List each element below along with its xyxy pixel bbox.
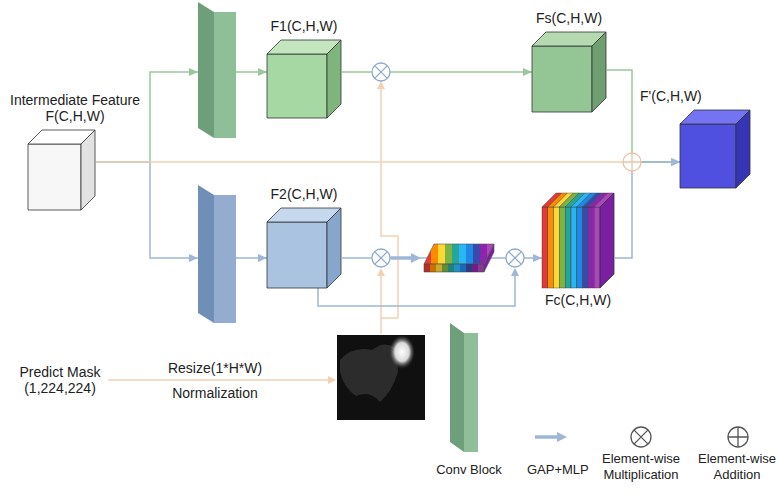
connector-line (96, 161, 680, 163)
connector-line (607, 70, 680, 162)
cube-face (28, 144, 81, 210)
cube-face (736, 110, 750, 188)
arrowhead (671, 158, 680, 166)
connector (607, 70, 680, 166)
connector-line (96, 72, 267, 162)
gap-mlp-arrow (391, 253, 421, 263)
arrowhead (671, 158, 680, 166)
node-label: F1(C,H,W) (266, 18, 342, 34)
cube-face (267, 54, 327, 118)
connector (96, 68, 267, 162)
cube-face (532, 46, 592, 112)
node-label: Intermediate Feature F(C,H,W) (0, 92, 150, 124)
feature-cube (680, 110, 751, 189)
connector (96, 162, 267, 262)
feature-cube (28, 130, 96, 211)
connector-line (96, 162, 267, 258)
arrowhead (258, 254, 267, 262)
cube-slice (594, 207, 600, 288)
cube-slice (554, 207, 560, 288)
channel-weight-slab (424, 244, 494, 272)
node-label: Fs(C,H,W) (531, 10, 607, 26)
feature-node: F'(C,H,W) (640, 88, 752, 189)
multiply-symbol (372, 63, 390, 81)
cube-face (327, 208, 341, 288)
arrowhead (258, 68, 267, 76)
legend-add-symbol (728, 427, 748, 447)
connector (615, 158, 680, 258)
node-label: Fc(C,H,W) (540, 292, 616, 308)
feature-node: Fc(C,H,W) (540, 193, 616, 308)
feature-node: Fs(C,H,W) (531, 10, 607, 113)
connector-line (342, 71, 532, 73)
multiply-symbol (506, 249, 524, 267)
annotation-label: Resize(1*H*W) (158, 360, 272, 376)
mask-image (337, 335, 425, 420)
feature-node: F1(C,H,W) (266, 18, 342, 119)
cube-face (680, 124, 736, 188)
cube-face (592, 32, 606, 112)
node-label: F2(C,H,W) (266, 186, 342, 202)
feature-node: F2(C,H,W) (266, 186, 342, 289)
legend-conv-block (450, 323, 478, 452)
cube-slice (588, 207, 594, 288)
multiply-symbol (372, 249, 390, 267)
cube-slice (565, 207, 571, 288)
feature-cube (532, 32, 607, 113)
connector (342, 68, 532, 76)
annotation-label: Normalization (158, 385, 272, 401)
connector-line (615, 162, 680, 258)
cube-slice (542, 207, 548, 288)
conv-block (198, 2, 236, 138)
feature-cube (542, 193, 615, 289)
legend-label: Element-wise Addition (695, 451, 779, 483)
arrowhead (533, 254, 542, 262)
cube-slice (571, 207, 577, 288)
bypass-wire (318, 268, 519, 306)
cube-slice (559, 207, 565, 288)
legend-label: Element-wise Multiplication (588, 451, 694, 483)
node-label: F'(C,H,W) (640, 88, 752, 104)
cube-face (267, 222, 327, 288)
feature-cube (267, 40, 342, 119)
cube-slice (583, 207, 589, 288)
legend-label: Conv Block (422, 462, 516, 478)
feature-node: Intermediate Feature F(C,H,W) (0, 92, 150, 211)
wire-arrowhead (189, 68, 198, 262)
arrowhead (671, 158, 680, 166)
cube-face (600, 193, 614, 288)
cube-face (327, 40, 341, 118)
feature-cube (267, 208, 342, 289)
legend-multiply-symbol (631, 427, 651, 447)
annotation-label: Predict Mask (1,224,224) (8, 364, 112, 396)
legend-label: GAP+MLP (527, 462, 607, 478)
conv-block (198, 185, 236, 323)
arrowhead (523, 68, 532, 76)
legend-gap-arrow (535, 432, 567, 442)
connector (96, 158, 680, 166)
cube-face (81, 130, 95, 210)
cube-slice (577, 207, 583, 288)
cube-slice (548, 207, 554, 288)
add-symbol (623, 153, 641, 171)
